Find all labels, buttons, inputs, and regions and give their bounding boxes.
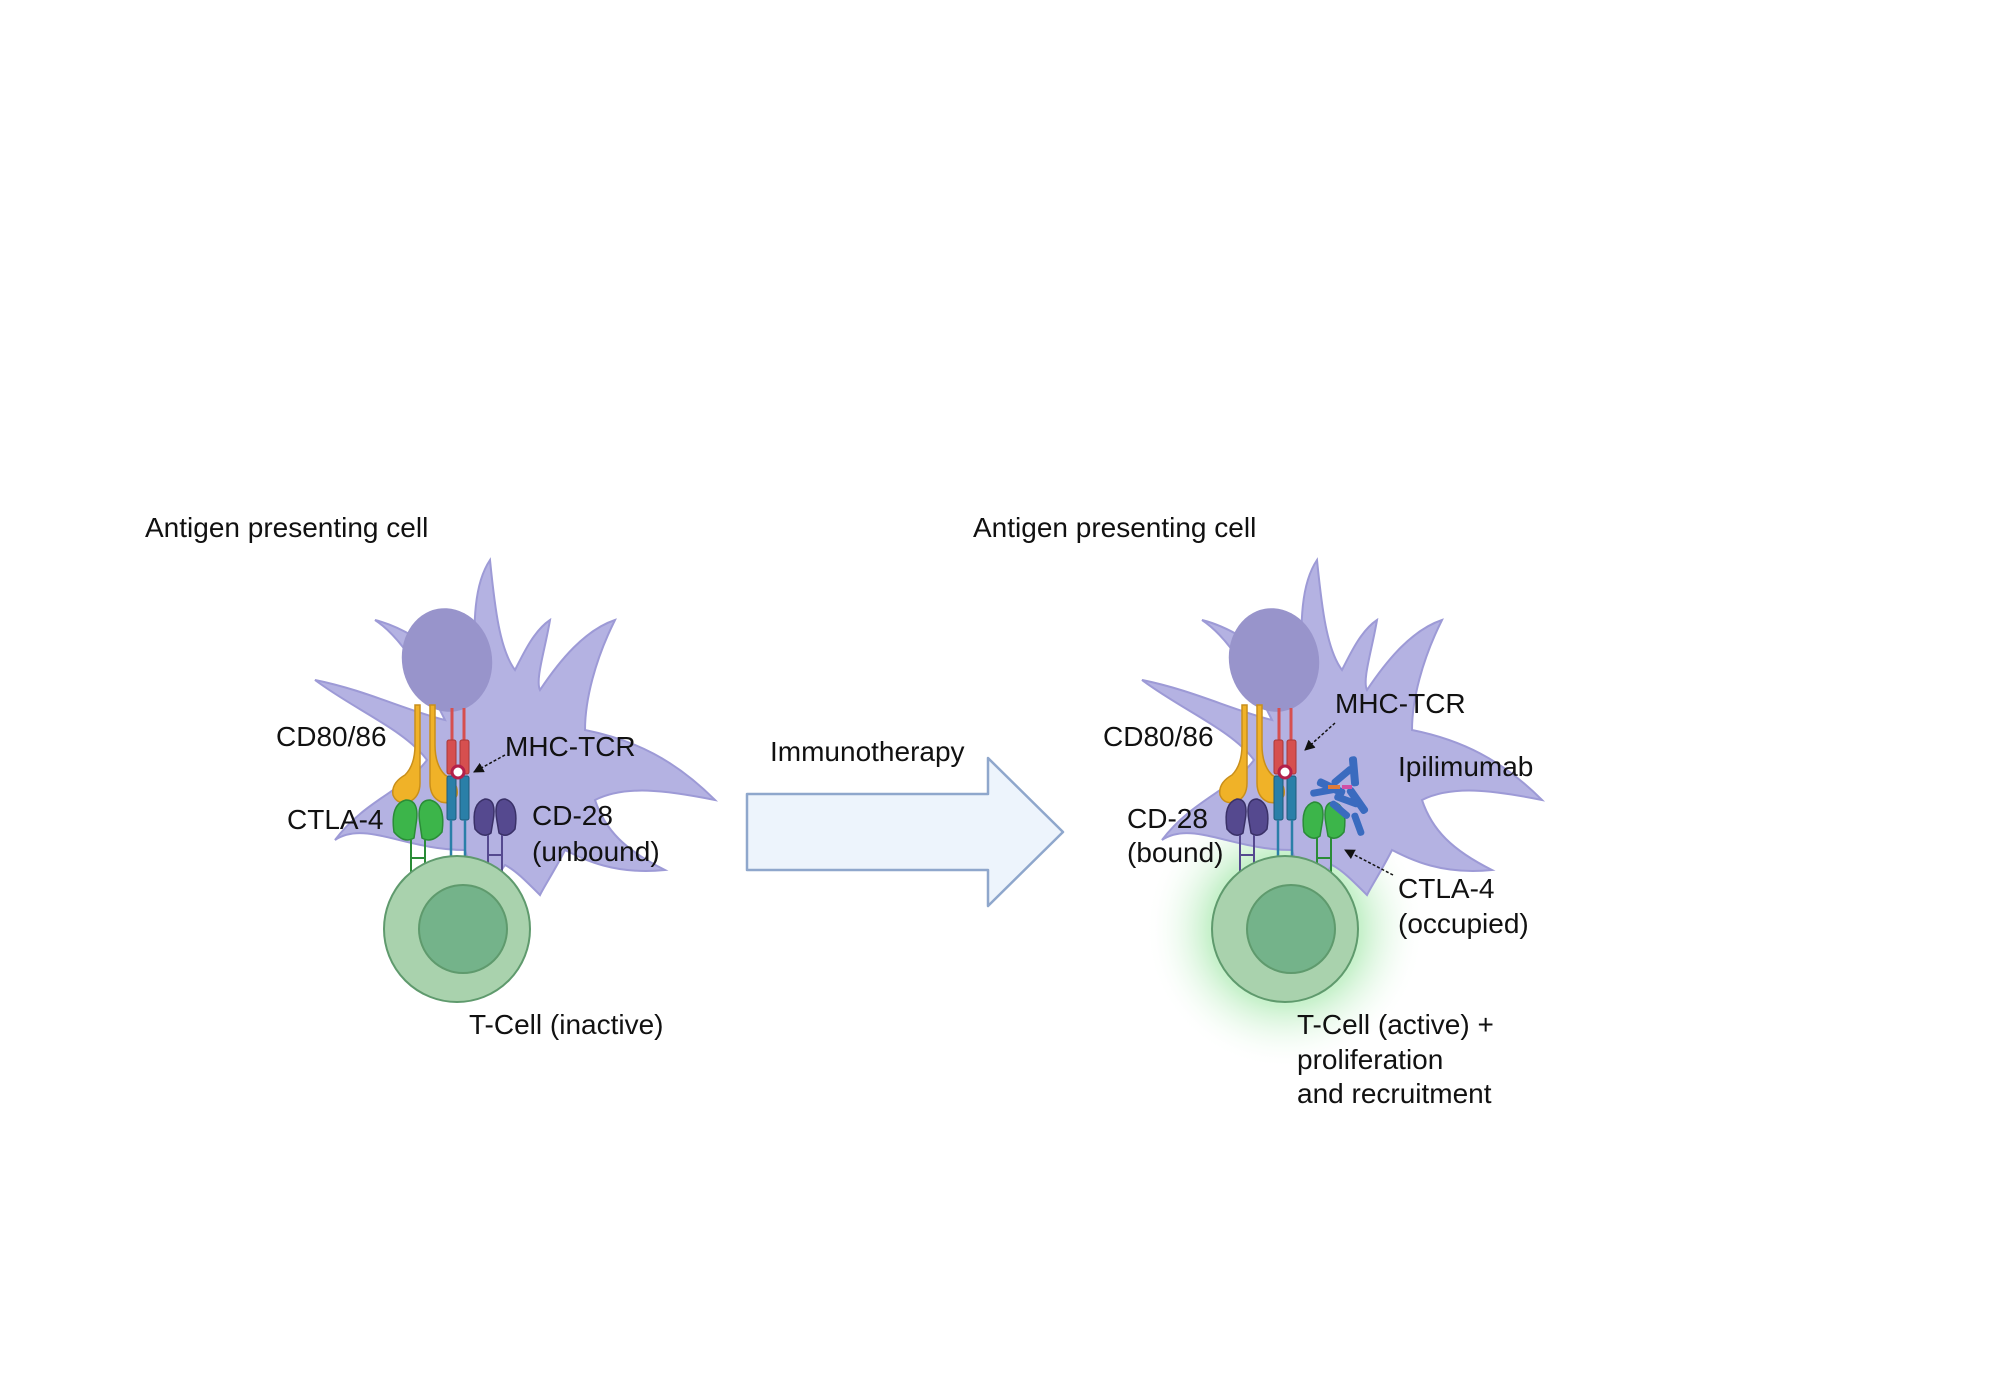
left-panel: Antigen presenting cell CD80/86 MHC-TCR: [145, 512, 716, 1040]
right-t-cell-nucleus: [1246, 884, 1336, 974]
right-cd80-label: CD80/86: [1103, 721, 1214, 752]
right-apc-nucleus: [1228, 608, 1320, 712]
right-antigen-peptide: [1277, 764, 1293, 780]
immunotherapy-arrow: Immunotherapy: [745, 736, 1065, 908]
right-cd28-label-line2: (bound): [1127, 837, 1224, 868]
ipilimumab-antibody-icon: [1310, 756, 1369, 836]
left-mhc-molecule: [446, 708, 470, 775]
left-apc-nucleus: [401, 608, 493, 712]
left-tcell-label: T-Cell (inactive): [469, 1009, 663, 1040]
right-tcr-molecule: [1273, 775, 1297, 870]
right-ctla4-label-line2: (occupied): [1398, 908, 1529, 939]
right-panel: Antigen presenting cell CD80/86: [973, 512, 1543, 1109]
right-tcell-label-line3: and recruitment: [1297, 1078, 1492, 1109]
right-mhc-tcr-label: MHC-TCR: [1335, 688, 1466, 719]
right-antigen-presenting-cell: [1141, 559, 1543, 896]
right-mhc-molecule: [1273, 708, 1297, 775]
right-apc-label: Antigen presenting cell: [973, 512, 1256, 543]
left-cd80-label: CD80/86: [276, 721, 387, 752]
left-t-cell-nucleus: [418, 884, 508, 974]
right-cd28-label-line1: CD-28: [1127, 803, 1208, 834]
right-mhc-tcr-pointer: [1304, 722, 1336, 751]
right-ctla4-pointer: [1344, 849, 1394, 876]
right-t-cell: [1211, 855, 1359, 1003]
left-mhc-tcr-label: MHC-TCR: [505, 731, 636, 762]
left-cd28-label-line1: CD-28: [532, 800, 613, 831]
right-tcell-label-line2: proliferation: [1297, 1044, 1443, 1075]
left-ctla4-label: CTLA-4: [287, 804, 383, 835]
arrow-label: Immunotherapy: [770, 736, 965, 767]
right-antibody-label: Ipilimumab: [1398, 751, 1533, 782]
left-antigen-peptide: [450, 764, 466, 780]
left-cd28-label-line2: (unbound): [532, 836, 660, 867]
right-ctla4-label-line1: CTLA-4: [1398, 873, 1494, 904]
left-antigen-presenting-cell: [314, 559, 716, 896]
right-tcell-label-line1: T-Cell (active) +: [1297, 1009, 1494, 1040]
left-apc-label: Antigen presenting cell: [145, 512, 428, 543]
left-t-cell: [383, 855, 531, 1003]
left-mhc-tcr-pointer: [473, 754, 506, 773]
